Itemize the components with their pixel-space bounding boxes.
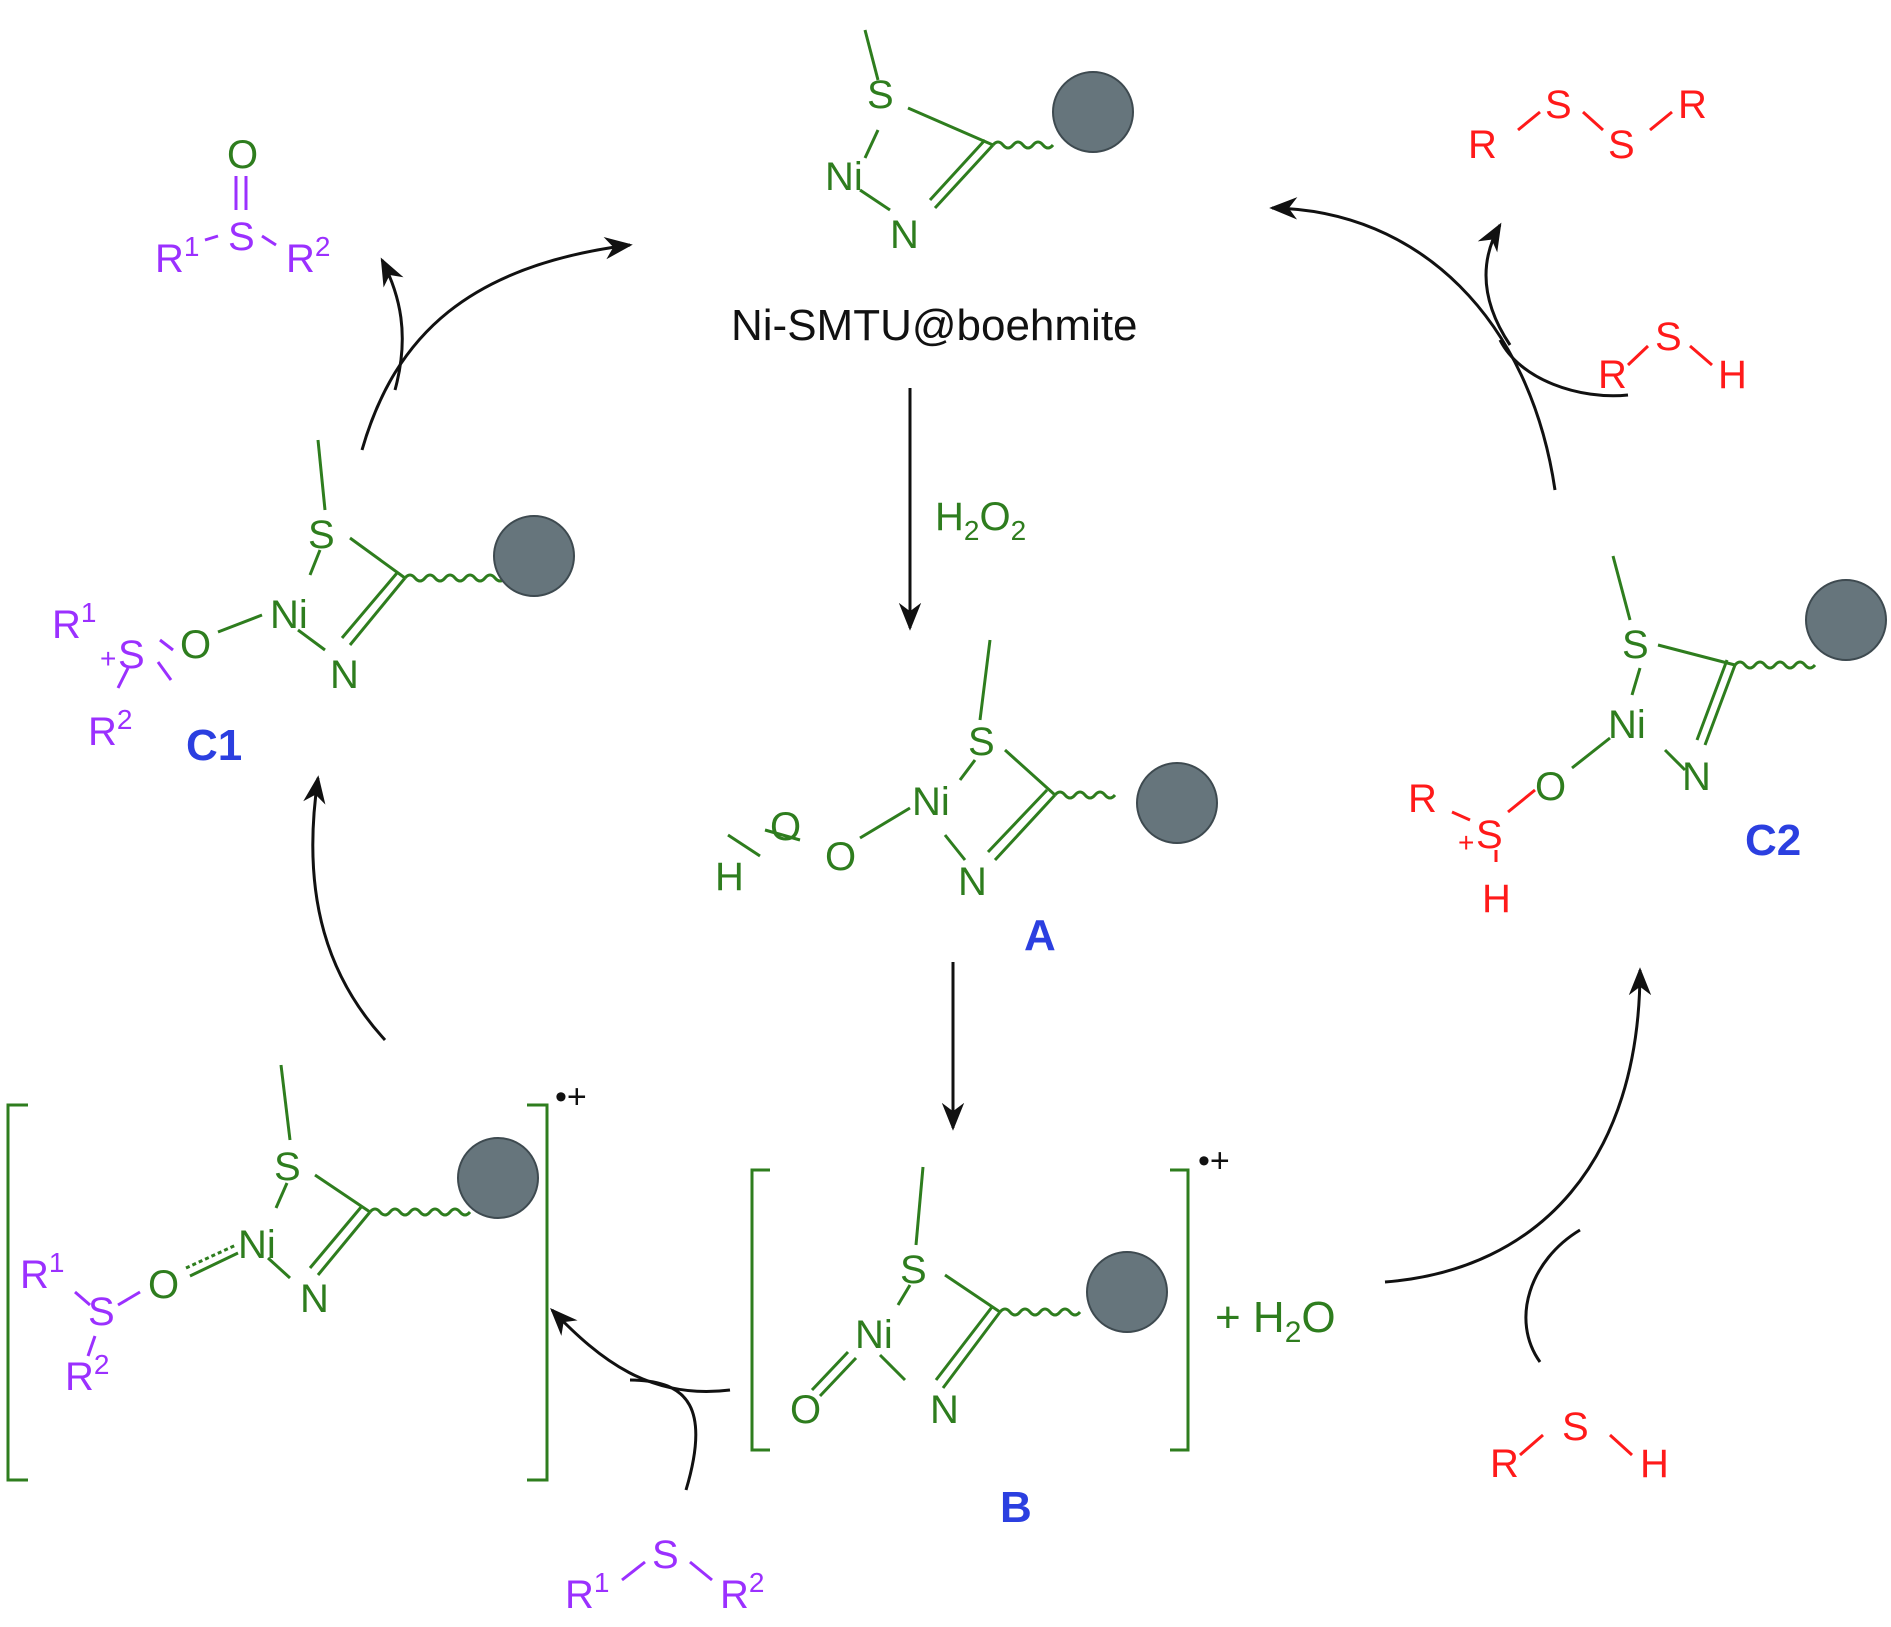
arrow-C1-to-catalyst (360, 237, 633, 451)
compound-C2-o-atom: O (1535, 765, 1566, 809)
compound-A-o-atom-2: O (770, 805, 801, 849)
water-byproduct-label: + H2O (1215, 1293, 1336, 1349)
arrow-disulfide-release (1477, 222, 1512, 346)
sulfoxide-s-atom: S (228, 215, 255, 259)
compound-C1-sulfonium-r1: R1 (52, 597, 96, 647)
compound-adduct-o-atom: O (148, 1263, 179, 1307)
compound-B-n-atom: N (930, 1388, 959, 1432)
arrow-C2-to-catalyst (1269, 197, 1557, 491)
thiol-lower-h: H (1640, 1442, 1669, 1486)
compound-B-radical-cation: •+ (1198, 1142, 1230, 1180)
compound-B-structure (750, 1166, 1190, 1452)
compound-B-support-sphere (1086, 1251, 1168, 1333)
compound-B-label: B (1000, 1483, 1032, 1532)
compound-C1-ni-atom: Ni (270, 593, 308, 637)
compound-adduct-ni-atom: Ni (238, 1223, 276, 1267)
compound-C1-support-sphere (493, 515, 575, 597)
compound-adduct-s-atom: S (274, 1145, 301, 1189)
thiol-upper-h: H (1718, 353, 1747, 397)
sulfoxide-o-atom: O (227, 133, 258, 177)
compound-C1-sulfonium-r2: R2 (88, 704, 132, 754)
catalyst-n-atom: N (890, 213, 919, 257)
compound-C2-structure (1571, 555, 1817, 772)
compound-A-ni-atom: Ni (912, 780, 950, 824)
catalyst-ni-atom: Ni (825, 155, 863, 199)
thiol-lower-s: S (1562, 1405, 1589, 1449)
thiol-upper-bonds (1626, 344, 1713, 367)
compound-C2-sulfonium-r: R (1408, 777, 1437, 821)
disulfide-product-bonds (1517, 110, 1673, 132)
boehmite-support-sphere (1052, 71, 1134, 153)
compound-adduct-radical-cation: •+ (555, 1078, 587, 1116)
compound-C2-sulfonium-s: S (1476, 813, 1503, 857)
compound-A-o-atom-1: O (825, 835, 856, 879)
cycle-arrows (303, 197, 1652, 1491)
compound-adduct-structure (6, 1064, 549, 1482)
compound-A-n-atom: N (958, 860, 987, 904)
thiol-upper-s: S (1655, 315, 1682, 359)
sulfoxide-r2: R2 (286, 231, 330, 281)
compound-C2-sulfonium-bonds (1451, 788, 1536, 862)
compound-adduct-sulfide-r1: R1 (20, 1247, 64, 1297)
compound-B-o-atom: O (790, 1388, 821, 1432)
compound-C2-sulfonium-h: H (1482, 877, 1511, 921)
compound-A-label: A (1024, 911, 1056, 960)
sulfide-substrate-bonds (621, 1560, 713, 1582)
compound-C2-n-atom: N (1682, 755, 1711, 799)
sulfide-s: S (652, 1533, 679, 1577)
compound-C1-o-atom: O (180, 623, 211, 667)
disulfide-r-right: R (1678, 83, 1707, 127)
arrow-thiol-entry (1524, 1228, 1581, 1363)
catalyst-structure (859, 29, 1055, 212)
compound-C1-sulfonium-s: S (118, 633, 145, 677)
compound-C2-s-atom: S (1622, 623, 1649, 667)
disulfide-s-2: S (1608, 123, 1635, 167)
compound-B-s-atom: S (900, 1248, 927, 1292)
compound-C2-support-sphere (1805, 579, 1887, 661)
catalyst-name-label: Ni-SMTU@boehmite (731, 301, 1138, 350)
compound-A-structure (727, 639, 1117, 862)
thiol-upper-r: R (1598, 353, 1627, 397)
sulfoxide-r1: R1 (155, 231, 199, 281)
compound-adduct-n-atom: N (300, 1277, 329, 1321)
disulfide-s-1: S (1545, 83, 1572, 127)
compound-C1-s-atom: S (308, 513, 335, 557)
thiol-lower-r: R (1490, 1442, 1519, 1486)
compound-C1-sulfonium-bonds (116, 638, 174, 689)
compound-C1-n-atom: N (330, 653, 359, 697)
arrow-B-to-adduct (550, 1307, 731, 1393)
sulfide-r2: R2 (720, 1567, 764, 1617)
thiol-lower-bonds (1519, 1433, 1634, 1457)
compound-C1-sulfonium-plus: + (100, 643, 116, 674)
arrow-sulfoxide-release (380, 257, 404, 391)
sulfoxide-product-bonds (204, 176, 277, 247)
arrow-B-to-C2 (1384, 967, 1652, 1284)
compound-A-s-atom: S (968, 720, 995, 764)
compound-adduct-sulfide-bonds (74, 1290, 141, 1357)
compound-C2-sulfonium-plus: + (1458, 827, 1474, 858)
compound-C2-label: C2 (1745, 816, 1801, 865)
compound-adduct-sulfide-s: S (88, 1290, 115, 1334)
arrow-adduct-to-C1 (303, 775, 387, 1042)
arrow-thiol-upper-entry (1498, 339, 1629, 398)
compound-C1-structure (217, 439, 507, 652)
compound-adduct-sulfide-r2: R2 (65, 1349, 109, 1399)
sulfide-r1: R1 (565, 1567, 609, 1617)
compound-C1-label: C1 (186, 721, 242, 770)
compound-B-ni-atom: Ni (855, 1313, 893, 1357)
disulfide-r-left: R (1468, 123, 1497, 167)
compound-A-h-atom: H (715, 855, 744, 899)
catalyst-s-atom: S (867, 73, 894, 117)
compound-adduct-support-sphere (457, 1137, 539, 1219)
oxidant-h2o2-label: H2O2 (935, 495, 1026, 546)
compound-C2-ni-atom: Ni (1608, 703, 1646, 747)
arrow-sulfide-entry (629, 1378, 698, 1491)
compound-A-support-sphere (1136, 762, 1218, 844)
